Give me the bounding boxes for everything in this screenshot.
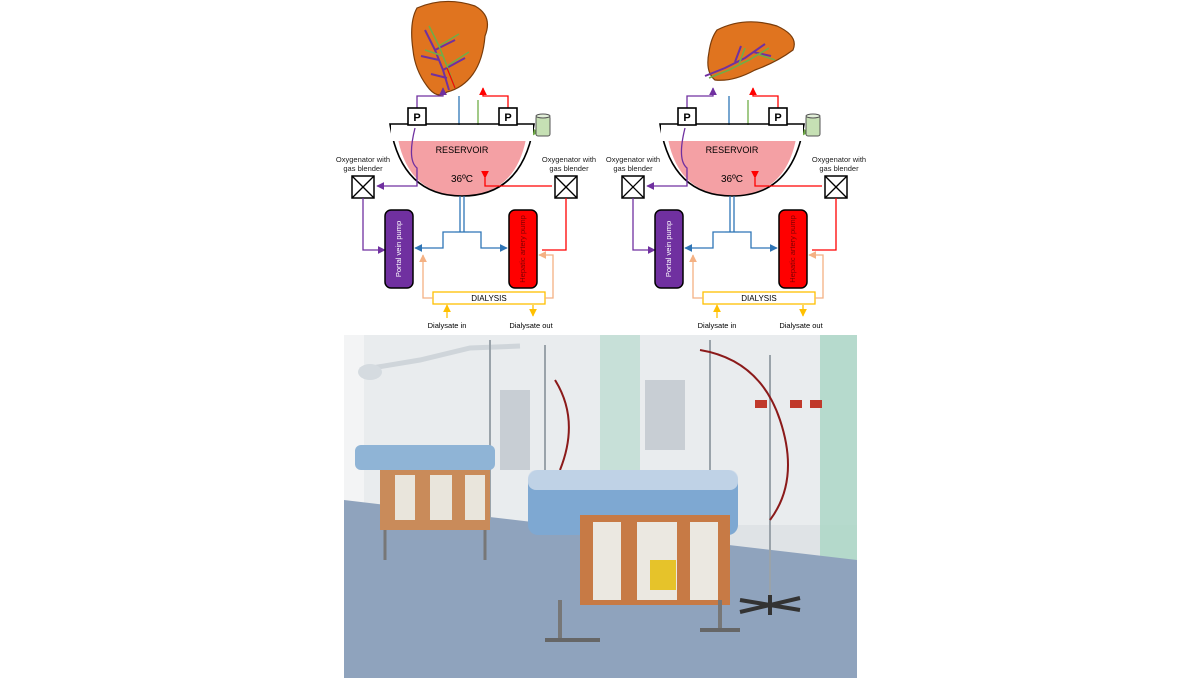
- temperature-label: 36ºC: [451, 174, 473, 185]
- oxygenator-right-label: Oxygenator with: [812, 155, 866, 164]
- hepatic-artery-pump-label: Hepatic artery pump: [788, 215, 797, 283]
- dialysate-in-label: Dialysate in: [428, 321, 467, 330]
- pump-box-label: P: [504, 112, 511, 124]
- liver-large-icon: [411, 0, 488, 96]
- circuit-left: Oxygenator with gas blender Oxygenator w…: [336, 0, 596, 330]
- hepatic-artery-pump-label: Hepatic artery pump: [518, 215, 527, 283]
- oxygenator-left-label-2: gas blender: [343, 164, 383, 173]
- dialysate-out-label: Dialysate out: [779, 321, 823, 330]
- dialysate-out-label: Dialysate out: [509, 321, 553, 330]
- oxygenator-left-label-2: gas blender: [613, 164, 653, 173]
- dialysis-label: DIALYSIS: [741, 294, 776, 303]
- liver-small-icon: [704, 21, 795, 81]
- pump-box-label: P: [683, 112, 690, 124]
- temperature-label: 36ºC: [721, 174, 743, 185]
- perfusion-room-photo-icon: [344, 335, 857, 678]
- pump-box-label: P: [774, 112, 781, 124]
- circuit-right: Oxygenator with gas blender Oxygenator w…: [606, 21, 866, 330]
- portal-vein-pump-label: Portal vein pump: [664, 221, 673, 277]
- dialysis-label: DIALYSIS: [471, 294, 506, 303]
- oxygenator-right-label-2: gas blender: [819, 164, 859, 173]
- circuit-left-body: Oxygenator with gas blender Oxygenator w…: [336, 107, 596, 330]
- oxygenator-right-label-2: gas blender: [549, 164, 589, 173]
- dialysate-in-label: Dialysate in: [698, 321, 737, 330]
- oxygenator-left-label: Oxygenator with: [336, 155, 390, 164]
- reservoir-label: RESERVOIR: [436, 145, 489, 155]
- oxygenator-left-label: Oxygenator with: [606, 155, 660, 164]
- circuit-right-body: Oxygenator with gas blender Oxygenator w…: [606, 107, 866, 330]
- pump-box-label: P: [413, 112, 420, 124]
- reservoir-label: RESERVOIR: [706, 145, 759, 155]
- portal-vein-pump-label: Portal vein pump: [394, 221, 403, 277]
- oxygenator-right-label: Oxygenator with: [542, 155, 596, 164]
